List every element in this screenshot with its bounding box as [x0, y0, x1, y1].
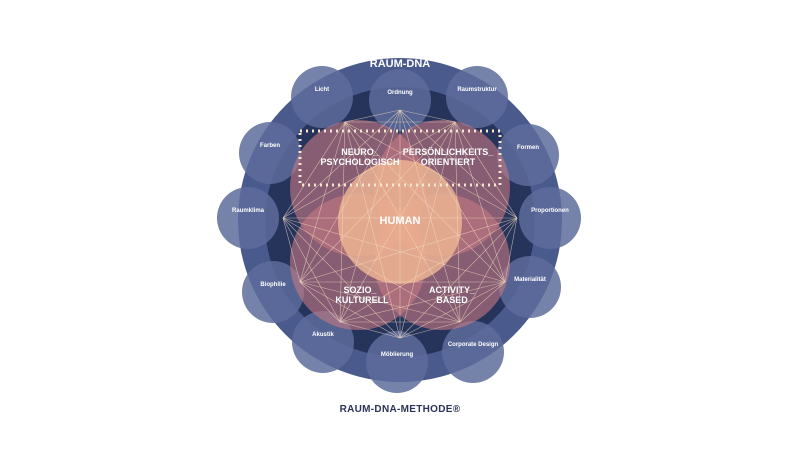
web-line — [282, 217, 506, 283]
dotted-highlight-box — [298, 129, 502, 187]
web-line — [339, 321, 401, 339]
node-farben: Farben — [239, 122, 301, 184]
web-line — [282, 109, 401, 219]
node-label: Farben — [260, 143, 280, 149]
web-line — [344, 109, 401, 123]
node-circle — [499, 256, 561, 318]
web-line — [399, 109, 518, 219]
node-corporate-design: Corporate Design — [442, 321, 504, 383]
node-circle — [366, 331, 428, 393]
web-line — [399, 217, 518, 339]
quadrant-label: KULTURELL — [335, 295, 389, 305]
node-circle — [217, 187, 279, 249]
web-line — [339, 121, 346, 323]
quadrant-label: BASED — [436, 295, 468, 305]
center-label: HUMAN — [380, 215, 421, 227]
web-line — [344, 121, 506, 283]
web-line — [459, 217, 518, 323]
web-line — [459, 281, 506, 323]
web-line — [299, 281, 341, 323]
node-label: Möblierung — [381, 352, 414, 358]
node-biophilie: Biophilie — [242, 261, 304, 323]
quadrant-label: NEURO_ — [341, 147, 380, 157]
node-materialität: Materialität — [499, 256, 561, 318]
caption: RAUM-DNA-METHODE® — [340, 404, 461, 415]
node-label: Biophilie — [260, 282, 286, 288]
quadrant-label: SOZIO_ — [343, 285, 377, 295]
web-line — [399, 321, 461, 339]
web-line — [282, 217, 341, 323]
web-line — [504, 217, 518, 283]
node-circle — [239, 122, 301, 184]
diagram-title: RAUM-DNA — [370, 58, 431, 70]
node-label: Ordnung — [387, 90, 413, 96]
web-line — [344, 121, 401, 339]
node-label: Licht — [315, 87, 329, 93]
node-proportionen: Proportionen — [519, 187, 581, 249]
quadrant-label: PSYCHOLOGISCH — [320, 157, 399, 167]
web-line — [282, 217, 301, 283]
web-line — [344, 121, 518, 219]
web-line — [299, 121, 456, 283]
node-formen: Formen — [497, 124, 559, 186]
node-ordnung: Ordnung — [369, 69, 431, 131]
quadrant-label: ORIENTIERT — [421, 157, 476, 167]
web-line — [299, 281, 461, 323]
node-circle — [242, 261, 304, 323]
node-circle — [519, 187, 581, 249]
node-licht: Licht — [291, 66, 353, 128]
web-line — [299, 217, 518, 283]
node-circle — [291, 66, 353, 128]
web-line — [299, 281, 401, 339]
node-label: Raumklima — [232, 208, 265, 214]
node-label: Proportionen — [531, 208, 569, 214]
web-line — [282, 217, 401, 339]
node-label: Akustik — [312, 332, 334, 338]
web-line — [399, 109, 506, 283]
web-line — [399, 109, 456, 123]
web-line — [454, 121, 461, 323]
node-raumklima: Raumklima — [217, 187, 279, 249]
web-line — [282, 121, 346, 219]
web-line — [339, 121, 456, 323]
web-line — [299, 121, 346, 283]
node-circle — [369, 69, 431, 131]
web-line — [339, 281, 506, 323]
web-line — [344, 121, 461, 323]
node-label: Materialität — [514, 277, 546, 283]
web-line — [399, 281, 506, 339]
web-line — [299, 109, 401, 283]
node-möblierung: Möblierung — [366, 331, 428, 393]
web-line — [339, 217, 518, 323]
node-raumstruktur: Raumstruktur — [446, 66, 508, 128]
node-label: Raumstruktur — [457, 87, 497, 93]
node-circle — [497, 124, 559, 186]
web-line — [399, 121, 456, 339]
node-label: Corporate Design — [448, 342, 499, 348]
quadrant-label: PERSÖNLICHKEITS_ — [403, 147, 495, 157]
web-line — [282, 121, 456, 219]
node-label: Formen — [517, 145, 539, 151]
web-line — [454, 121, 518, 219]
web-line — [282, 217, 461, 323]
quadrant-label: ACTIVITY_ — [429, 285, 476, 295]
node-circle — [446, 66, 508, 128]
node-circle — [442, 321, 504, 383]
